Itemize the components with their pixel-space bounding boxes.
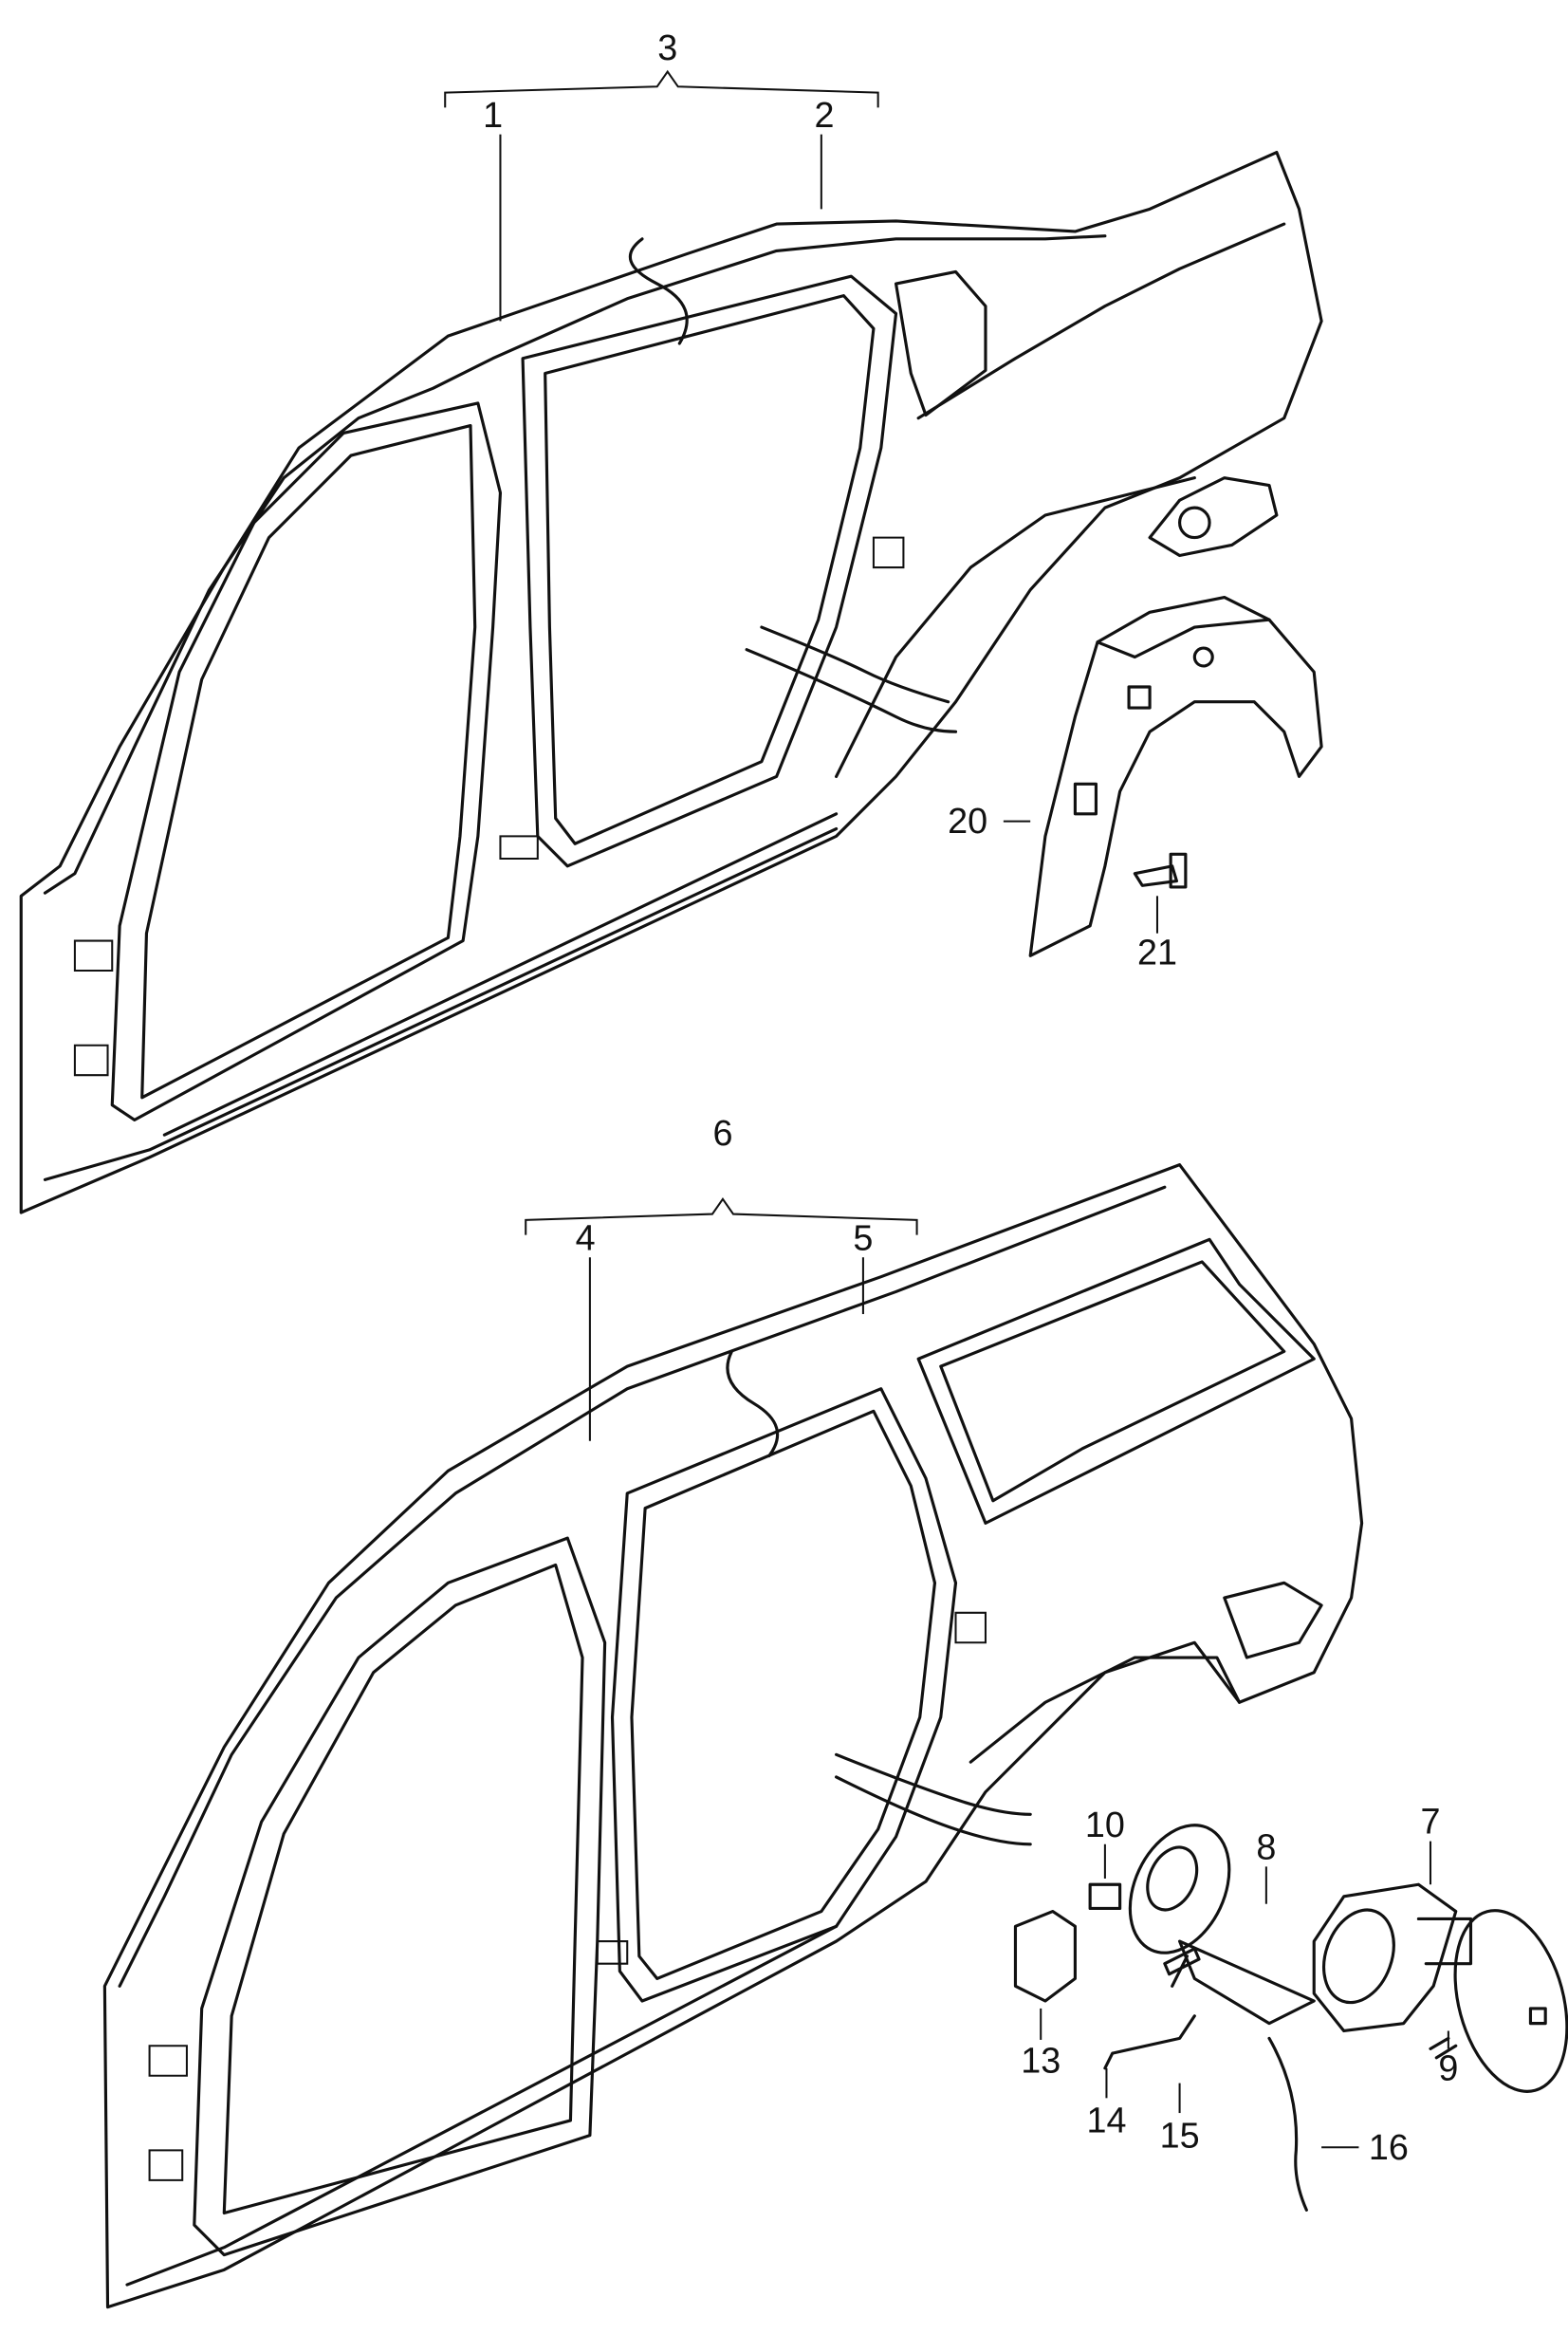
label-1: 1 bbox=[483, 96, 503, 136]
label-7: 7 bbox=[1420, 1803, 1440, 1843]
fuel-filler-components bbox=[1013, 1824, 1568, 2212]
label-15: 15 bbox=[1160, 2116, 1200, 2156]
screw-21 bbox=[1133, 852, 1188, 889]
label-14: 14 bbox=[1086, 2102, 1126, 2141]
label-6: 6 bbox=[712, 1114, 732, 1154]
upper-side-panel bbox=[19, 150, 1323, 1214]
label-16: 16 bbox=[1369, 2128, 1409, 2168]
label-8: 8 bbox=[1256, 1828, 1276, 1868]
lower-side-panel bbox=[102, 1163, 1364, 2309]
leader-lines bbox=[444, 69, 1449, 2149]
label-10: 10 bbox=[1085, 1806, 1125, 1845]
label-3: 3 bbox=[657, 28, 677, 68]
label-21: 21 bbox=[1137, 934, 1177, 973]
label-9: 9 bbox=[1438, 2048, 1458, 2088]
label-13: 13 bbox=[1021, 2042, 1061, 2082]
wheel-housing-liner bbox=[1028, 595, 1323, 957]
label-5: 5 bbox=[853, 1218, 873, 1258]
label-20: 20 bbox=[948, 802, 987, 842]
label-2: 2 bbox=[814, 96, 834, 136]
label-4: 4 bbox=[576, 1218, 596, 1258]
